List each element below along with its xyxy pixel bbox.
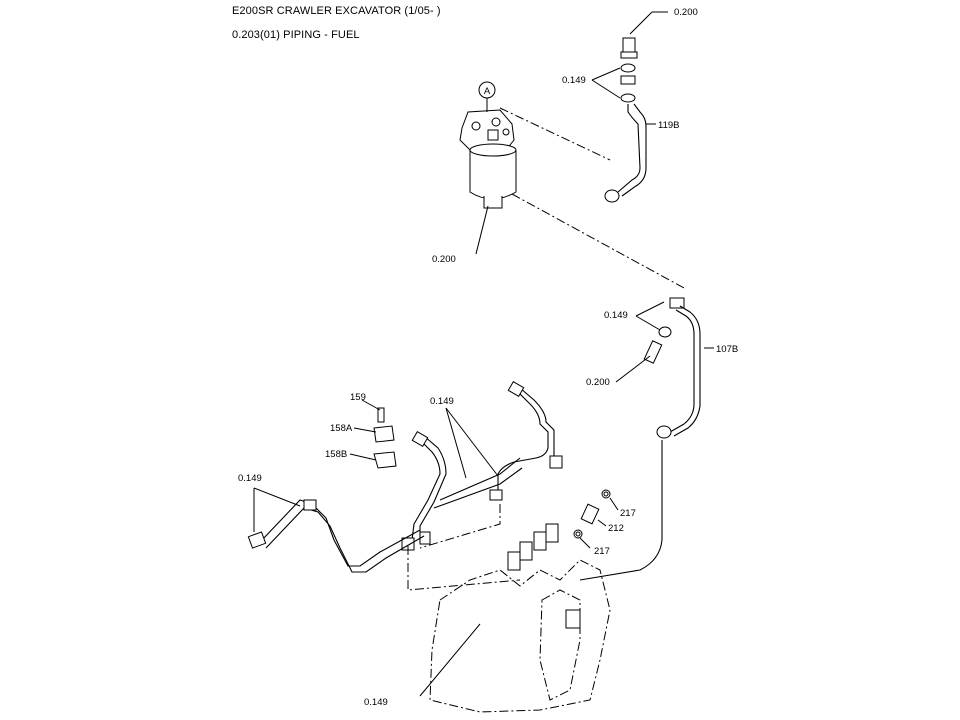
diagram-subtitle: 0.203(01) PIPING - FUEL — [232, 29, 360, 41]
diagram-title: E200SR CRAWLER EXCAVATOR (1/05- ) — [232, 5, 441, 17]
callout-part-158A: 158A — [330, 423, 353, 434]
callout-part-217-upper: 217 — [620, 508, 636, 519]
callout-part-212: 212 — [608, 523, 624, 534]
callout-0149-pipes: 0.149 — [430, 396, 454, 407]
callout-0200-top: 0.200 — [674, 7, 698, 18]
top-fitting-stack — [620, 37, 638, 103]
injection-pipe-bundle — [401, 380, 563, 551]
callout-0200-right: 0.200 — [586, 377, 610, 388]
injection-pump — [429, 523, 611, 713]
callout-0149-bottom: 0.149 — [364, 697, 388, 708]
pipe-119B-end-nut — [604, 189, 620, 203]
callout-0149-right: 0.149 — [604, 310, 628, 321]
pipe-119B — [617, 104, 641, 193]
callout-part-158B: 158B — [325, 449, 347, 460]
callout-0149-top: 0.149 — [562, 75, 586, 86]
fitting-212-217 — [573, 489, 611, 539]
callout-0200-filter: 0.200 — [432, 254, 456, 265]
callout-0149-left: 0.149 — [238, 473, 262, 484]
clamp-parts — [373, 407, 397, 469]
callout-part-217-lower: 217 — [594, 546, 610, 557]
pipe-107B — [669, 309, 695, 433]
fuel-filter-assembly — [459, 109, 517, 209]
callout-part-159: 159 — [350, 392, 366, 403]
callout-pipe-107B: 107B — [716, 344, 738, 355]
right-fitting-stack — [643, 297, 685, 364]
view-marker-label: A — [484, 86, 491, 97]
callout-pipe-119B: 119B — [658, 120, 679, 131]
left-injection-pipe — [247, 499, 425, 573]
